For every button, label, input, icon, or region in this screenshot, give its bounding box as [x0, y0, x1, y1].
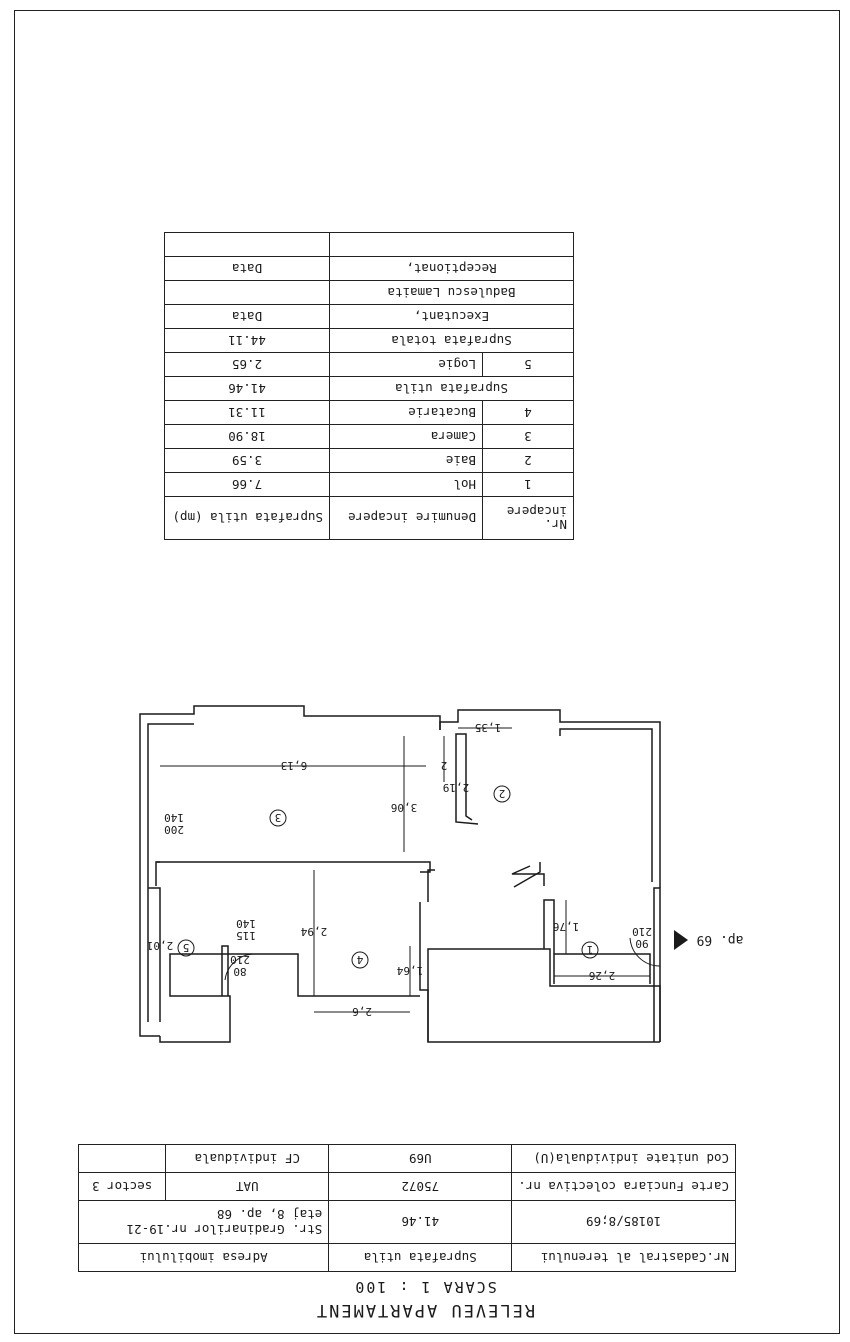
executant-date: Data	[164, 304, 330, 329]
room-marker-4	[351, 951, 369, 969]
table-row: Nr. incapere Denumire incapere Suprafata…	[164, 496, 574, 540]
dim-label-226: 2,26	[589, 969, 616, 982]
room-number-2: 2	[499, 787, 506, 800]
neighbor-apartment-label: ap. 69	[697, 932, 744, 947]
receptionat-signature	[164, 232, 330, 257]
table-row: 5 Logie 2.65	[164, 352, 574, 377]
logia-area: 2.65	[164, 352, 330, 377]
dim-label-294: 2,94	[300, 925, 327, 938]
door-entry-width: 90	[635, 937, 648, 950]
room-nr: 3	[482, 424, 574, 449]
room-number-1: 1	[587, 943, 594, 956]
table-row	[164, 232, 574, 257]
wall-room-top	[155, 861, 431, 886]
wall-inner-left	[559, 728, 653, 882]
wall-left-upper	[439, 709, 661, 888]
entry-arrow-icon	[674, 930, 688, 950]
dim-label-219: 2,19	[443, 781, 470, 794]
wall-inner-right	[147, 723, 194, 1022]
executant-label: Executant,	[329, 304, 574, 329]
room-number-5: 5	[183, 941, 190, 954]
table-row: Suprafata utila 41.46	[164, 376, 574, 401]
logia-nr: 5	[482, 352, 574, 377]
header-room-nr: Nr. incapere	[482, 496, 574, 540]
wall-outer-right	[139, 705, 441, 1037]
header-room-area: Suprafata utila (mp)	[164, 496, 330, 540]
plan-dimension-lines	[159, 727, 650, 1013]
dim-label-2: 2	[441, 759, 448, 772]
window-kitchen-width: 115	[236, 929, 256, 942]
wall-bath-diagonal	[513, 862, 541, 888]
wall-bath-partition	[455, 733, 479, 825]
room-marker-5	[177, 939, 195, 957]
wall-partition-a	[543, 899, 555, 954]
table-row: 4 Bucatarie 11.31	[164, 400, 574, 425]
window-room-height: 140	[164, 811, 184, 824]
door-swing-entry	[629, 937, 661, 967]
room-number-3: 3	[275, 811, 282, 824]
room-area: 3.59	[164, 448, 330, 473]
room-nr: 1	[482, 472, 574, 497]
door-entry-height: 210	[632, 925, 652, 938]
dim-label-201: 2,01	[147, 939, 174, 952]
room-marker-2	[493, 785, 511, 803]
table-row: 2 Baie 3.59	[164, 448, 574, 473]
logia-name: Logie	[329, 352, 483, 377]
room-marker-1	[581, 941, 599, 959]
table-row: Badulescu Lamaita	[164, 280, 574, 305]
dim-label-135: 1,35	[475, 721, 502, 734]
wall-left-lower	[653, 887, 661, 1042]
dim-label-26: 2,6	[352, 1005, 372, 1018]
wall-logia	[159, 953, 420, 1043]
rooms-area-table: Nr. incapere Denumire incapere Suprafata…	[164, 232, 574, 540]
window-room-width: 200	[164, 823, 184, 836]
room-area: 18.90	[164, 424, 330, 449]
table-row: 1 Hol 7.66	[164, 472, 574, 497]
wall-hall-right	[419, 902, 429, 1042]
receptionat-label: Receptionat,	[329, 256, 574, 281]
receptionat-name	[329, 232, 574, 257]
wall-bath-corner	[511, 865, 545, 886]
receptionat-date: Data	[164, 256, 330, 281]
dim-label-306: 3,06	[391, 801, 418, 814]
executant-name: Badulescu Lamaita	[329, 280, 574, 305]
room-nr: 4	[482, 400, 574, 425]
door-swing-logia	[224, 953, 256, 981]
plan-labels: 1 2 3 4 5 ap. 69 2,26 1,76 2,6 1,64 2,94…	[147, 721, 744, 1018]
executant-signature	[164, 280, 330, 305]
dim-label-176: 1,76	[553, 920, 580, 933]
header-room-name: Denumire incapere	[329, 496, 483, 540]
room-name: Hol	[329, 472, 483, 497]
door-logia-height: 210	[230, 953, 250, 966]
subtotal-value: 41.46	[164, 376, 330, 401]
room-marker-3	[269, 809, 287, 827]
room-area: 11.31	[164, 400, 330, 425]
subtotal-label: Suprafata utila	[329, 376, 574, 401]
room-name: Baie	[329, 448, 483, 473]
door-logia-width: 80	[233, 965, 246, 978]
window-kitchen-height: 140	[236, 917, 256, 930]
room-nr: 2	[482, 448, 574, 473]
wall-window-band	[148, 887, 161, 1022]
wall-inner-hall	[553, 953, 651, 984]
dim-label-164: 1,64	[396, 964, 423, 977]
room-area: 7.66	[164, 472, 330, 497]
table-row: Receptionat, Data	[164, 256, 574, 281]
total-label: Suprafata totala	[329, 328, 574, 353]
wall-room-divide	[427, 869, 435, 902]
room-name: Bucatarie	[329, 400, 483, 425]
room-name: Camera	[329, 424, 483, 449]
dim-label-613: 6,13	[281, 759, 308, 772]
room-markers	[177, 785, 599, 969]
room-number-4: 4	[356, 953, 363, 966]
wall-outline-hall	[427, 948, 661, 1043]
plan-walls	[139, 705, 661, 1043]
total-value: 44.11	[164, 328, 330, 353]
table-row: 3 Camera 18.90	[164, 424, 574, 449]
table-row: Suprafata totala 44.11	[164, 328, 574, 353]
table-row: Executant, Data	[164, 304, 574, 329]
